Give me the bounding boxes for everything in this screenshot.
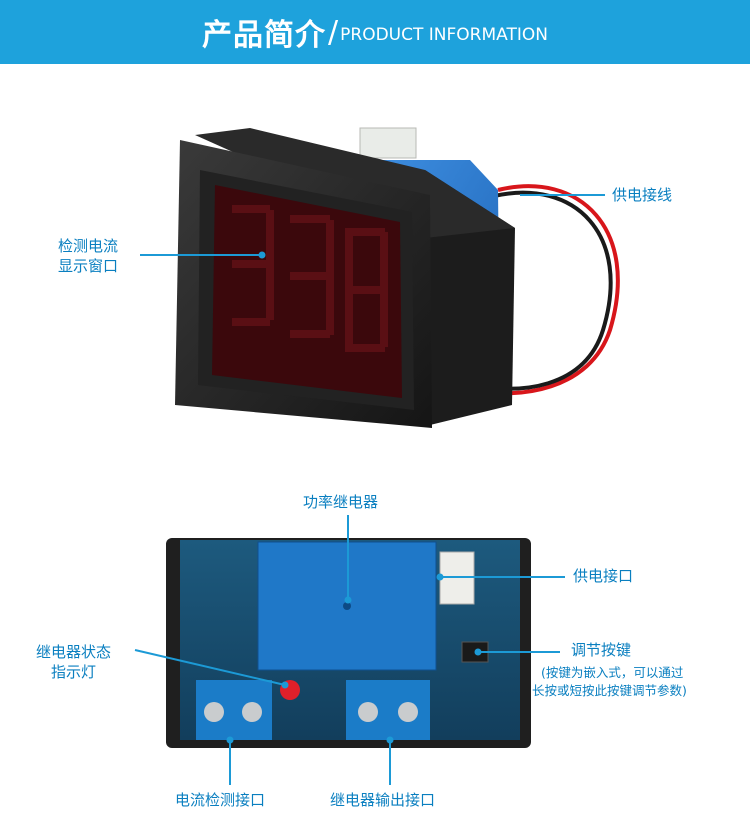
seven-seg-digits — [232, 205, 388, 352]
power-port-label: 供电接口 — [573, 567, 634, 585]
banner-title-en: PRODUCT INFORMATION — [340, 25, 548, 45]
power-relay-label: 功率继电器 — [303, 493, 379, 511]
relay-screw — [343, 602, 351, 610]
callout-dots — [226, 251, 482, 744]
power-wire-black — [467, 190, 613, 391]
display-window-label: 检测电流 显示窗口 — [58, 236, 118, 276]
adjust-button-label: 调节按键 — [571, 641, 632, 659]
power-wire-label: 供电接线 — [612, 186, 673, 204]
banner-title-cn: 产品简介 — [202, 18, 327, 53]
adjust-button-note-line1: (按键为嵌入式，可以通过 — [541, 665, 684, 680]
current-port-label: 电流检测接口 — [175, 791, 266, 809]
callout-lines — [134, 194, 605, 785]
relay-status-label-line1: 继电器状态 — [36, 643, 112, 661]
relay-output-port-label: 继电器输出接口 — [330, 791, 436, 809]
relay-status-label-line2: 指示灯 — [51, 663, 97, 681]
panel-meter — [175, 127, 620, 428]
white-connector — [359, 127, 417, 159]
power-wire-red — [469, 184, 620, 396]
adjust-button-note-line2: 长按或短按此按键调节参数) — [532, 683, 687, 698]
relay-board — [166, 538, 531, 748]
relay-status-label: 继电器状态 指示灯 — [36, 642, 111, 682]
header-banner: 产品简介 / PRODUCT INFORMATION — [0, 0, 750, 64]
display-window-label-line1: 检测电流 — [58, 237, 119, 255]
banner-slash: / — [328, 14, 339, 50]
display-window-label-line2: 显示窗口 — [58, 257, 119, 275]
